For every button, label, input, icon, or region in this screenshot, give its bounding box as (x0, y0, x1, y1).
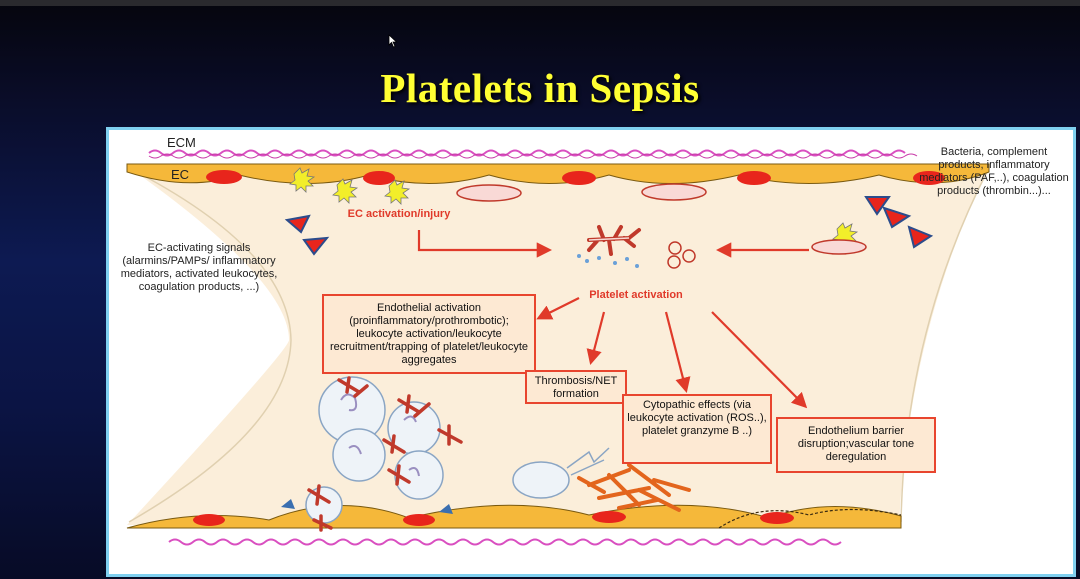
granule (613, 261, 617, 265)
leukocyte-aggregates (281, 376, 463, 532)
injury-star (289, 167, 316, 193)
triangle-marker (882, 206, 912, 229)
resting-platelet (456, 184, 522, 202)
ecm-label: ECM (167, 135, 196, 150)
ec-nucleus (403, 514, 435, 526)
vessel-diagram (126, 149, 990, 546)
top-bar (0, 0, 1080, 6)
platelet-ring (668, 241, 682, 255)
platelet-ring (682, 249, 696, 263)
granule (635, 264, 639, 268)
arrow-to-barrier (711, 311, 808, 409)
granule (625, 257, 629, 261)
arrow-ec-to-platelet (417, 230, 553, 258)
bacteria-leukocyte (512, 447, 610, 499)
granule (577, 254, 581, 258)
ec-nucleus (193, 514, 225, 526)
triangle-marker (907, 225, 934, 249)
triangle-marker (864, 196, 891, 216)
endothelium-top (126, 163, 990, 184)
right-note: Bacteria, complement products, inflammat… (919, 146, 1069, 197)
ec-nucleus (206, 170, 242, 184)
resting-platelet (641, 183, 707, 201)
platelet-activation-label: Platelet activation (589, 289, 683, 301)
thrombosis-box: Thrombosis/NET formation (525, 370, 627, 404)
triangle-marker (302, 236, 330, 256)
left-note: EC-activating signals (alarmins/PAMPs/ i… (120, 242, 278, 293)
injury-star (384, 179, 411, 205)
arrow-to-thrombosis (586, 311, 606, 365)
diagram-panel: ECM EC EC-activating signals (alarmins/P… (106, 127, 1076, 577)
granule (597, 256, 601, 260)
ec-nucleus (737, 171, 771, 185)
arrow-to-endothelial (536, 297, 580, 320)
endothelium-barrier-box: Endothelium barrier disruption;vascular … (776, 417, 936, 473)
ec-activation-label: EC activation/injury (347, 208, 451, 220)
platelet-ring (667, 255, 681, 269)
injury-star (332, 178, 359, 204)
endothelial-activation-box: Endothelial activation (proinflammatory/… (322, 294, 536, 374)
slide-title: Platelets in Sepsis (380, 65, 700, 111)
activated-platelet-border (588, 237, 630, 241)
triangle-marker (284, 214, 311, 234)
ec-label: EC (171, 167, 190, 182)
resting-platelet (811, 239, 867, 255)
ec-nucleus (562, 171, 596, 185)
net-clot (577, 463, 691, 512)
arrow-to-cytopathic (664, 311, 691, 393)
ec-nucleus (913, 171, 945, 185)
ec-nucleus (592, 511, 626, 523)
ec-nucleus (363, 171, 395, 185)
mouse-cursor-icon (388, 34, 398, 48)
ecm-bottom-fibers (168, 538, 842, 546)
cytopathic-effects-box: Cytopathic effects (via leukocyte activa… (622, 394, 772, 464)
ec-nucleus (760, 512, 794, 524)
granule (585, 259, 589, 263)
ecm-top-fibers (148, 149, 906, 157)
